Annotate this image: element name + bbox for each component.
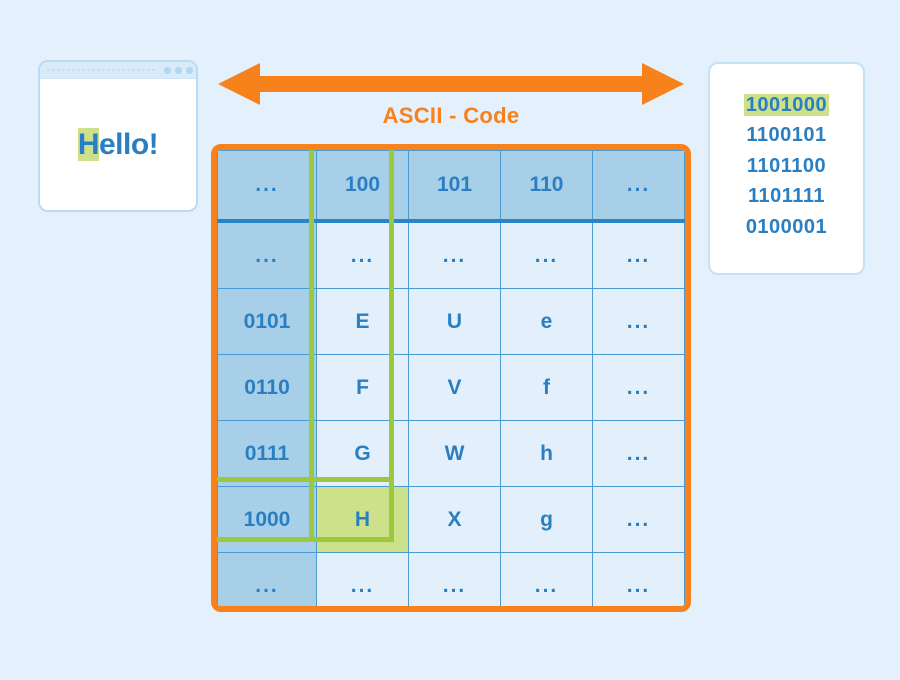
table-cell-highlighted: H [316, 486, 409, 553]
header-cell-more: ... [592, 150, 685, 223]
table-cell: e [500, 288, 593, 355]
table-cell: ... [408, 552, 501, 606]
table-cell: ... [592, 288, 685, 355]
binary-line: 1100101 [746, 124, 827, 147]
ascii-table-frame: ... 100 101 110 ... ... ... ... ... ... … [211, 144, 691, 612]
binary-line: 1001000 [710, 90, 863, 120]
table-cell: E [316, 288, 409, 355]
table-cell: g [500, 486, 593, 553]
table-cell: ... [592, 420, 685, 487]
green-column-line-left [309, 150, 314, 542]
table-header-row: ... 100 101 110 ... [217, 150, 685, 223]
table-cell: ... [316, 552, 409, 606]
table-cell: ... [592, 552, 685, 606]
hello-highlighted-letter: H [77, 127, 100, 161]
browser-titlebar [40, 62, 196, 79]
binary-line: 0100001 [745, 215, 828, 238]
green-row-line-top [217, 477, 394, 482]
window-dot-icon-3 [186, 66, 193, 74]
browser-window: Hello! [38, 60, 198, 212]
table-cell: ... [408, 220, 501, 289]
hello-text: Hello! [77, 127, 159, 162]
hello-rest-letters: ello! [99, 127, 159, 161]
window-dot-icon-2 [175, 66, 182, 74]
binary-line: 1101111 [748, 185, 825, 208]
ascii-code-caption: ASCII - Code [382, 103, 520, 128]
table-cell: W [408, 420, 501, 487]
browser-viewport: Hello! [40, 79, 196, 210]
row-code-cell: 0110 [217, 354, 317, 421]
table-cell: ... [592, 486, 685, 553]
green-column-line-right [389, 150, 394, 542]
ascii-table: ... 100 101 110 ... ... ... ... ... ... … [217, 150, 685, 606]
table-cell: ... [500, 552, 593, 606]
green-row-line-bottom [217, 537, 394, 542]
table-cell: ... [316, 220, 409, 289]
table-cell: U [408, 288, 501, 355]
row-code-cell: ... [217, 220, 317, 289]
header-cell-110: 110 [500, 150, 593, 223]
table-row: ... ... ... ... ... [217, 220, 685, 289]
binary-value-highlighted: 1001000 [743, 94, 830, 116]
row-code-cell: ... [217, 552, 317, 606]
row-code-cell: 0101 [217, 288, 317, 355]
table-cell: ... [500, 220, 593, 289]
table-cell: X [408, 486, 501, 553]
header-cell-100: 100 [316, 150, 409, 223]
table-row: 0101 E U e ... [217, 288, 685, 355]
table-cell: f [500, 354, 593, 421]
table-row-highlighted: 1000 H X g ... [217, 486, 685, 553]
header-cell-rowlabel: ... [217, 150, 317, 223]
table-cell: F [316, 354, 409, 421]
ascii-double-arrow-icon [218, 63, 684, 105]
row-code-cell: 0111 [217, 420, 317, 487]
table-cell: V [408, 354, 501, 421]
table-row: ... ... ... ... ... [217, 552, 685, 606]
table-cell: ... [592, 354, 685, 421]
header-cell-101: 101 [408, 150, 501, 223]
row-code-cell-highlighted: 1000 [217, 486, 317, 553]
table-cell: h [500, 420, 593, 487]
titlebar-dotted-strip [46, 68, 156, 71]
window-dot-icon-1 [164, 66, 171, 74]
binary-line: 1101100 [746, 154, 827, 177]
table-row: 0110 F V f ... [217, 354, 685, 421]
binary-code-panel: 1001000 1100101 1101100 1101111 0100001 [708, 62, 865, 275]
table-cell: ... [592, 220, 685, 289]
